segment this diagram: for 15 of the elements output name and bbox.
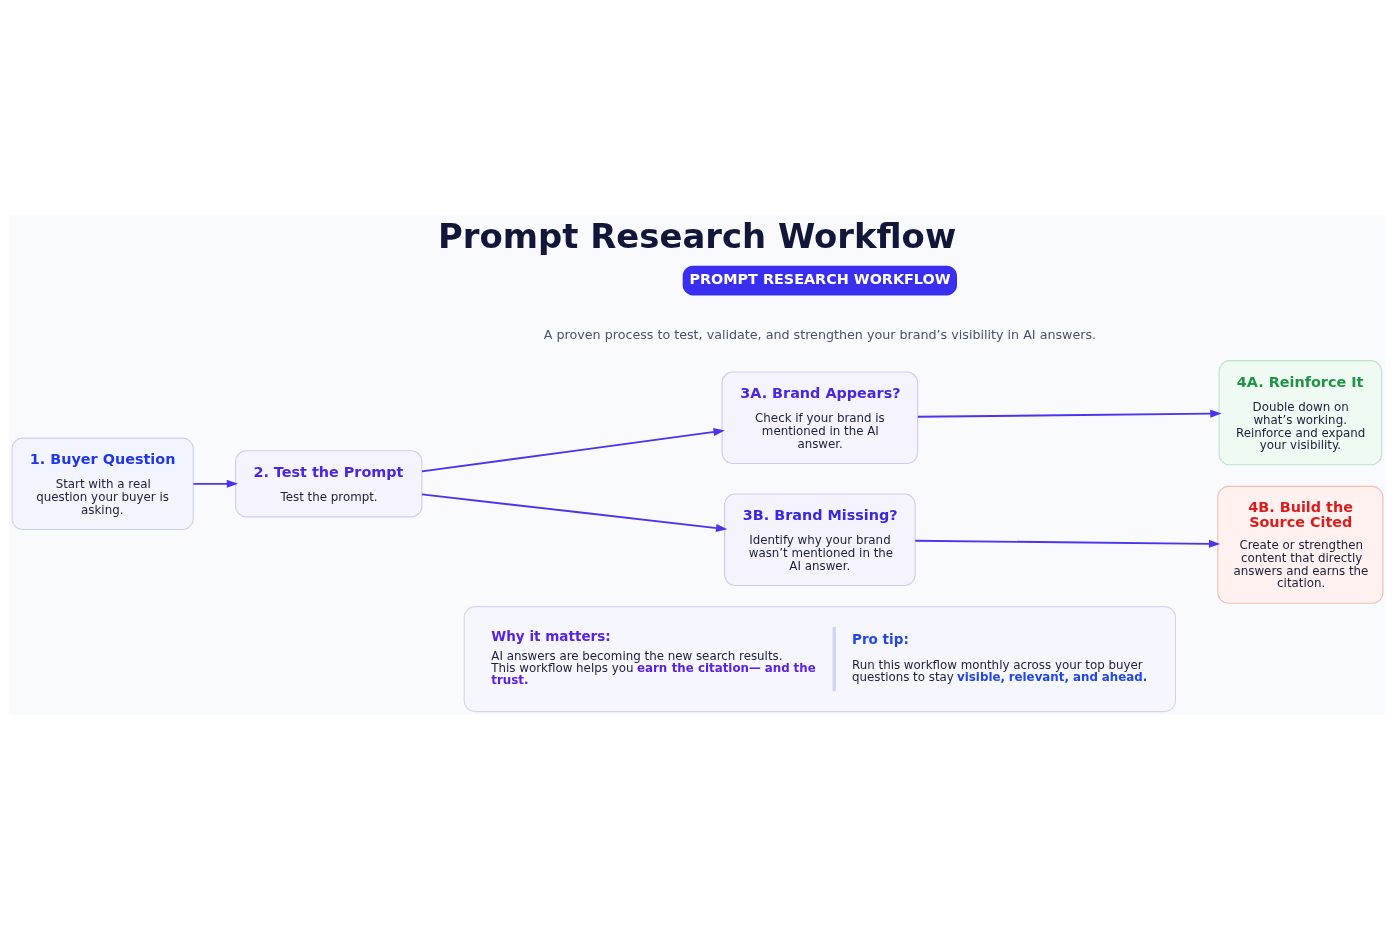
arrow xyxy=(421,493,728,532)
node-box: Why it matters: AI answers are becoming the new search results. This workflow helps you earn the citation— and the trust. Pro tip: Run this workflow monthly across your top buyer questions to stay visible, relevant, and ahead. xyxy=(463,606,1177,713)
arrow xyxy=(914,539,1221,548)
arrow xyxy=(421,428,725,473)
diagram-title: Prompt Research Workflow xyxy=(437,217,957,257)
label: A proven process to test, validate, and strengthen your brand’s visibility in AI answers. xyxy=(543,326,1097,342)
arrow xyxy=(192,479,239,488)
node-box: 2. Test the Prompt Test the prompt. xyxy=(235,450,423,518)
node-box: 1. Buyer Question Start with a real question your buyer is asking. xyxy=(11,437,194,531)
arrow xyxy=(916,409,1222,418)
node-box: 3A. Brand Appears? Check if your brand is mentioned in the AI answer. xyxy=(721,371,919,465)
label: PROMPT RESEARCH WORKFLOW xyxy=(689,270,951,287)
node-box: 4B. Build the Source Cited Create or strengthen content that directly answers and earns the citation. xyxy=(1217,485,1384,604)
node-box: 4A. Reinforce It Double down on what’s working. Reinforce and expand your visibility. xyxy=(1218,360,1383,466)
node-box: 3B. Brand Missing? Identify why your brand wasn’t mentioned in the AI answer. xyxy=(724,493,916,586)
